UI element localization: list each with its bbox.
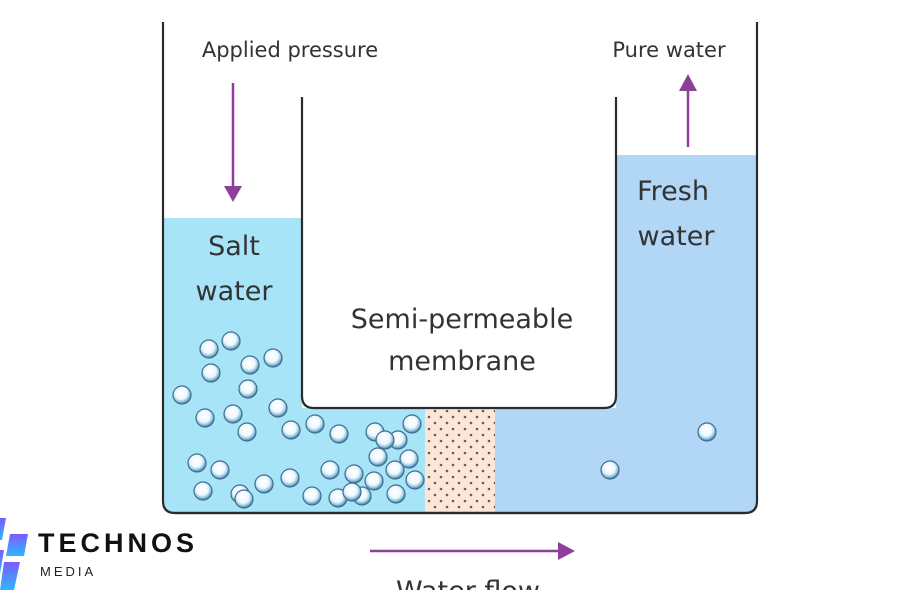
logo-mark-icon: [0, 518, 28, 590]
membrane-label-line1: Semi-permeable: [351, 304, 573, 335]
pure-water-label: Pure water: [612, 38, 726, 62]
particles-group: [172, 331, 717, 509]
salt-particle: [402, 414, 422, 434]
salt-particle: [195, 408, 215, 428]
salt-particle: [364, 471, 384, 491]
salt-particle: [281, 420, 301, 440]
salt-particle: [329, 424, 349, 444]
salt-particle: [201, 363, 221, 383]
water-flow-label: Water flow: [396, 576, 540, 590]
salt-particle: [172, 385, 192, 405]
logo-subtitle: MEDIA: [40, 564, 97, 579]
pure-water-arrow: [679, 74, 697, 147]
salt-water-label-line1: Salt: [208, 231, 260, 262]
salt-particle: [240, 355, 260, 375]
salt-particle: [238, 379, 258, 399]
water-particle: [697, 422, 717, 442]
salt-particle: [221, 331, 241, 351]
salt-particle: [199, 339, 219, 359]
membrane-label-line2: membrane: [388, 346, 536, 377]
salt-particle: [385, 460, 405, 480]
salt-particle: [237, 422, 257, 442]
salt-particle: [234, 489, 254, 509]
applied-pressure-arrow: [224, 83, 242, 202]
water-flow-arrow: [370, 542, 575, 560]
fresh-water-region: [495, 155, 757, 513]
salt-particle: [268, 398, 288, 418]
salt-particle: [386, 484, 406, 504]
salt-particle: [193, 481, 213, 501]
salt-particle: [375, 430, 395, 450]
fresh-water-label-line2: water: [638, 221, 716, 252]
salt-particle: [223, 404, 243, 424]
semi-permeable-membrane: [425, 408, 495, 513]
salt-particle: [320, 460, 340, 480]
salt-particle: [342, 482, 362, 502]
salt-particle: [405, 470, 425, 490]
applied-pressure-label: Applied pressure: [202, 38, 378, 62]
salt-particle: [263, 348, 283, 368]
salt-particle: [368, 447, 388, 467]
logo-wordmark: TECHNOS: [38, 528, 199, 558]
salt-particle: [305, 414, 325, 434]
salt-particle: [187, 453, 207, 473]
technos-media-logo: TECHNOS MEDIA: [0, 510, 260, 590]
water-particle: [600, 460, 620, 480]
vessel-inner-wall: [300, 97, 618, 410]
salt-particle: [210, 460, 230, 480]
salt-water-region: [163, 218, 425, 513]
salt-particle: [399, 449, 419, 469]
salt-particle: [302, 486, 322, 506]
salt-particle: [280, 468, 300, 488]
salt-particle: [344, 464, 364, 484]
salt-water-label-line2: water: [196, 276, 274, 307]
fresh-water-label-line1: Fresh: [637, 176, 709, 207]
salt-particle: [254, 474, 274, 494]
